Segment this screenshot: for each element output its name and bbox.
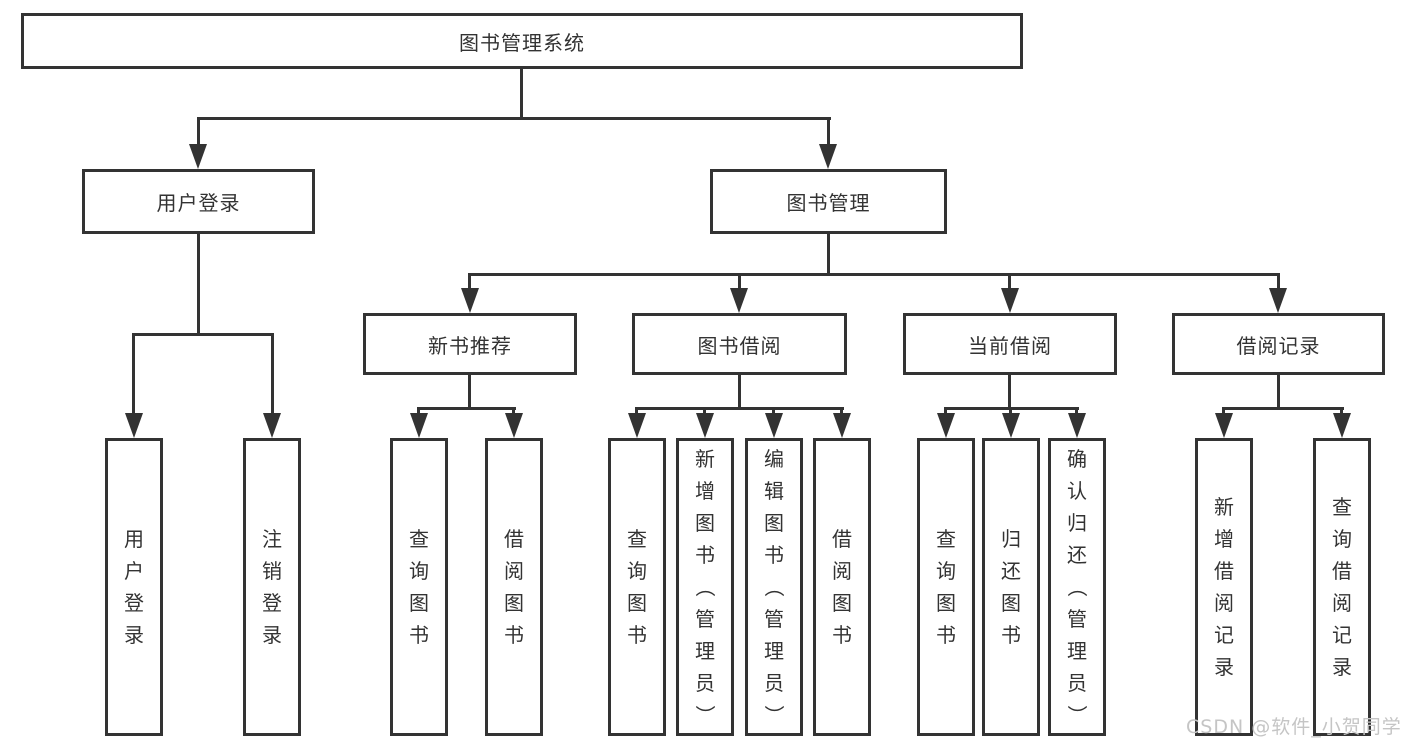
node-user-login-label: 用户登录 [156, 191, 241, 215]
connector-line [417, 407, 516, 410]
connector-line [132, 333, 135, 415]
connector-line [417, 407, 420, 416]
node-new-book-recommendation: 新书推荐 [363, 313, 577, 375]
node-book-management-label: 图书管理 [786, 191, 871, 215]
node-book-borrowing: 图书借阅 [632, 313, 847, 375]
connector-line [772, 407, 775, 416]
connector-arrow-down [833, 413, 851, 438]
node-current-borrowing-label: 当前借阅 [968, 333, 1052, 358]
connector-line [635, 407, 638, 416]
node-book-borrowing-label: 图书借阅 [697, 333, 782, 358]
connector-arrow-down [819, 144, 837, 169]
connector-line [468, 375, 471, 410]
connector-arrow-down [1269, 288, 1287, 313]
connector-line [271, 333, 274, 415]
watermark-text: CSDN @软件_小贺同学 [1186, 716, 1402, 738]
leaf-search-books-borrowing: 查询图书 [608, 438, 666, 736]
connector-arrow-down [1001, 288, 1019, 313]
connector-arrow-down [461, 288, 479, 313]
leaf-borrow-books-recommend: 借阅图书 [485, 438, 543, 736]
node-user-login: 用户登录 [82, 169, 315, 234]
leaf-return-books: 归还图书 [982, 438, 1040, 736]
leaf-search-books-recommend: 查询图书 [390, 438, 448, 736]
connector-line [1009, 407, 1012, 416]
connector-line [738, 375, 741, 410]
leaf-borrow-books-borrowing: 借阅图书 [813, 438, 871, 736]
connector-line [468, 273, 471, 290]
connector-line [1222, 407, 1344, 410]
connector-line [703, 407, 706, 416]
connector-arrow-down [410, 413, 428, 438]
connector-line [1340, 407, 1343, 416]
connector-line [1277, 375, 1280, 410]
node-current-borrowing: 当前借阅 [903, 313, 1117, 375]
connector-line [468, 273, 1280, 276]
node-borrowing-records: 借阅记录 [1172, 313, 1385, 375]
node-borrowing-records-label: 借阅记录 [1236, 333, 1321, 358]
leaf-logout: 注销登录 [243, 438, 301, 736]
connector-line [1075, 407, 1078, 416]
connector-line [827, 233, 830, 276]
connector-line [827, 117, 830, 147]
connector-arrow-down [125, 413, 143, 438]
leaf-confirm-return-admin: 确认归还（管理员） [1048, 438, 1106, 736]
connector-line [197, 233, 200, 336]
node-library-system: 图书管理系统 [21, 13, 1023, 69]
leaf-user-login: 用户登录 [105, 438, 163, 736]
connector-arrow-down [505, 413, 523, 438]
connector-arrow-down [1068, 413, 1086, 438]
leaf-add-borrow-record: 新增借阅记录 [1195, 438, 1253, 736]
connector-arrow-down [263, 413, 281, 438]
leaf-edit-books-admin: 编辑图书（管理员） [745, 438, 803, 736]
connector-line [840, 407, 843, 416]
connector-line [197, 117, 200, 147]
leaf-search-borrow-record: 查询借阅记录 [1313, 438, 1371, 736]
connector-arrow-down [1333, 413, 1351, 438]
connector-arrow-down [730, 288, 748, 313]
leaf-search-books-current: 查询图书 [917, 438, 975, 736]
connector-arrow-down [628, 413, 646, 438]
node-new-book-recommendation-label: 新书推荐 [428, 333, 512, 358]
connector-line [132, 333, 274, 336]
node-library-system-label: 图书管理系统 [459, 30, 585, 55]
connector-line [197, 117, 831, 120]
connector-line [1008, 273, 1011, 290]
connector-line [738, 273, 741, 290]
connector-arrow-down [189, 144, 207, 169]
connector-line [635, 407, 844, 410]
connector-arrow-down [937, 413, 955, 438]
connector-line [520, 69, 523, 120]
connector-line [512, 407, 515, 416]
connector-line [1222, 407, 1225, 416]
connector-line [1277, 273, 1280, 290]
node-book-management: 图书管理 [710, 169, 947, 234]
leaf-add-books-admin: 新增图书（管理员） [676, 438, 734, 736]
connector-line [1008, 375, 1011, 410]
connector-arrow-down [696, 413, 714, 438]
connector-line [944, 407, 947, 416]
connector-arrow-down [765, 413, 783, 438]
connector-arrow-down [1002, 413, 1020, 438]
connector-arrow-down [1215, 413, 1233, 438]
